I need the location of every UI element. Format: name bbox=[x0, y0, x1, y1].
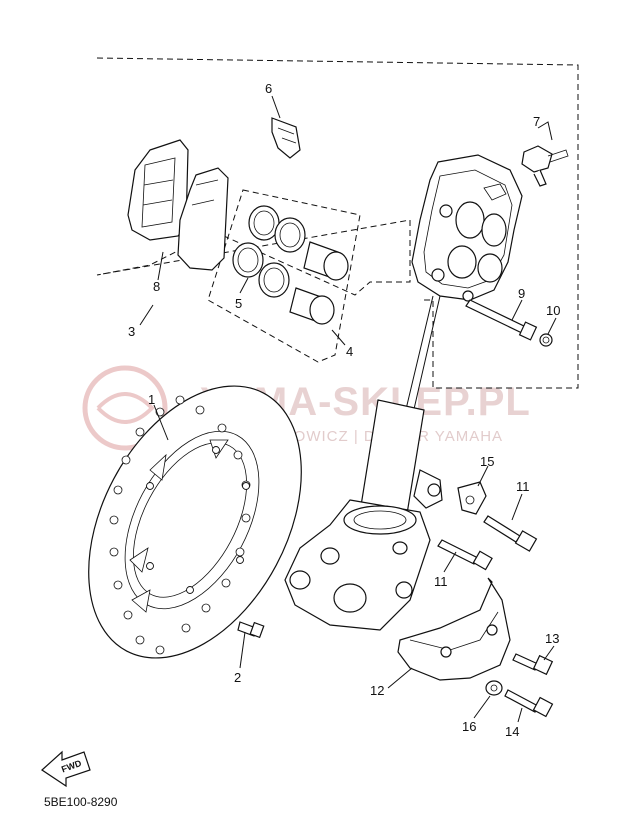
callout-12: 12 bbox=[370, 683, 384, 698]
callout-9: 9 bbox=[518, 286, 525, 301]
callout-3: 3 bbox=[128, 324, 135, 339]
piston-seals bbox=[232, 205, 306, 298]
callout-labels: 1 2 3 4 5 6 7 8 9 10 11 11 12 13 14 15 1… bbox=[128, 81, 560, 739]
disc-cover bbox=[397, 577, 511, 681]
callout-7: 7 bbox=[533, 114, 540, 129]
piston-kit-outline bbox=[207, 189, 361, 363]
hose-guide bbox=[457, 481, 487, 515]
pad-pin bbox=[465, 299, 538, 341]
washer bbox=[485, 680, 503, 696]
fwd-arrow-icon: FWD bbox=[41, 750, 91, 788]
bleed-screw bbox=[521, 145, 569, 187]
disc-bolt bbox=[237, 621, 265, 639]
callout-6: 6 bbox=[265, 81, 272, 96]
callout-5: 5 bbox=[235, 296, 242, 311]
pad-spring bbox=[271, 117, 301, 159]
bolt-11-lower bbox=[437, 539, 493, 571]
callout-11-upper: 11 bbox=[516, 479, 530, 494]
diagram-code: 5BE100-8290 bbox=[44, 795, 118, 809]
callout-11-lower: 11 bbox=[434, 574, 448, 589]
callout-1: 1 bbox=[148, 392, 155, 407]
bolt-14 bbox=[504, 689, 554, 718]
leader-lines bbox=[139, 95, 557, 723]
caliper-body bbox=[411, 154, 523, 302]
pistons bbox=[289, 241, 349, 325]
callout-2: 2 bbox=[234, 670, 241, 685]
bolt-11-upper bbox=[483, 515, 538, 552]
pin-plug bbox=[539, 333, 553, 347]
caliper-assembly-outline bbox=[96, 57, 579, 389]
callout-8: 8 bbox=[153, 279, 160, 294]
callout-16: 16 bbox=[462, 719, 476, 734]
callout-4: 4 bbox=[346, 344, 353, 359]
callout-10: 10 bbox=[546, 303, 560, 318]
brake-disc bbox=[88, 385, 302, 659]
bolt-13 bbox=[512, 653, 554, 676]
fork-leg bbox=[284, 399, 443, 631]
watermark-logo-icon bbox=[82, 365, 168, 451]
callout-15: 15 bbox=[480, 454, 494, 469]
callout-14: 14 bbox=[505, 724, 519, 739]
brake-pads bbox=[127, 139, 229, 271]
disc-bolt-holes bbox=[146, 446, 250, 594]
callout-13: 13 bbox=[545, 631, 559, 646]
